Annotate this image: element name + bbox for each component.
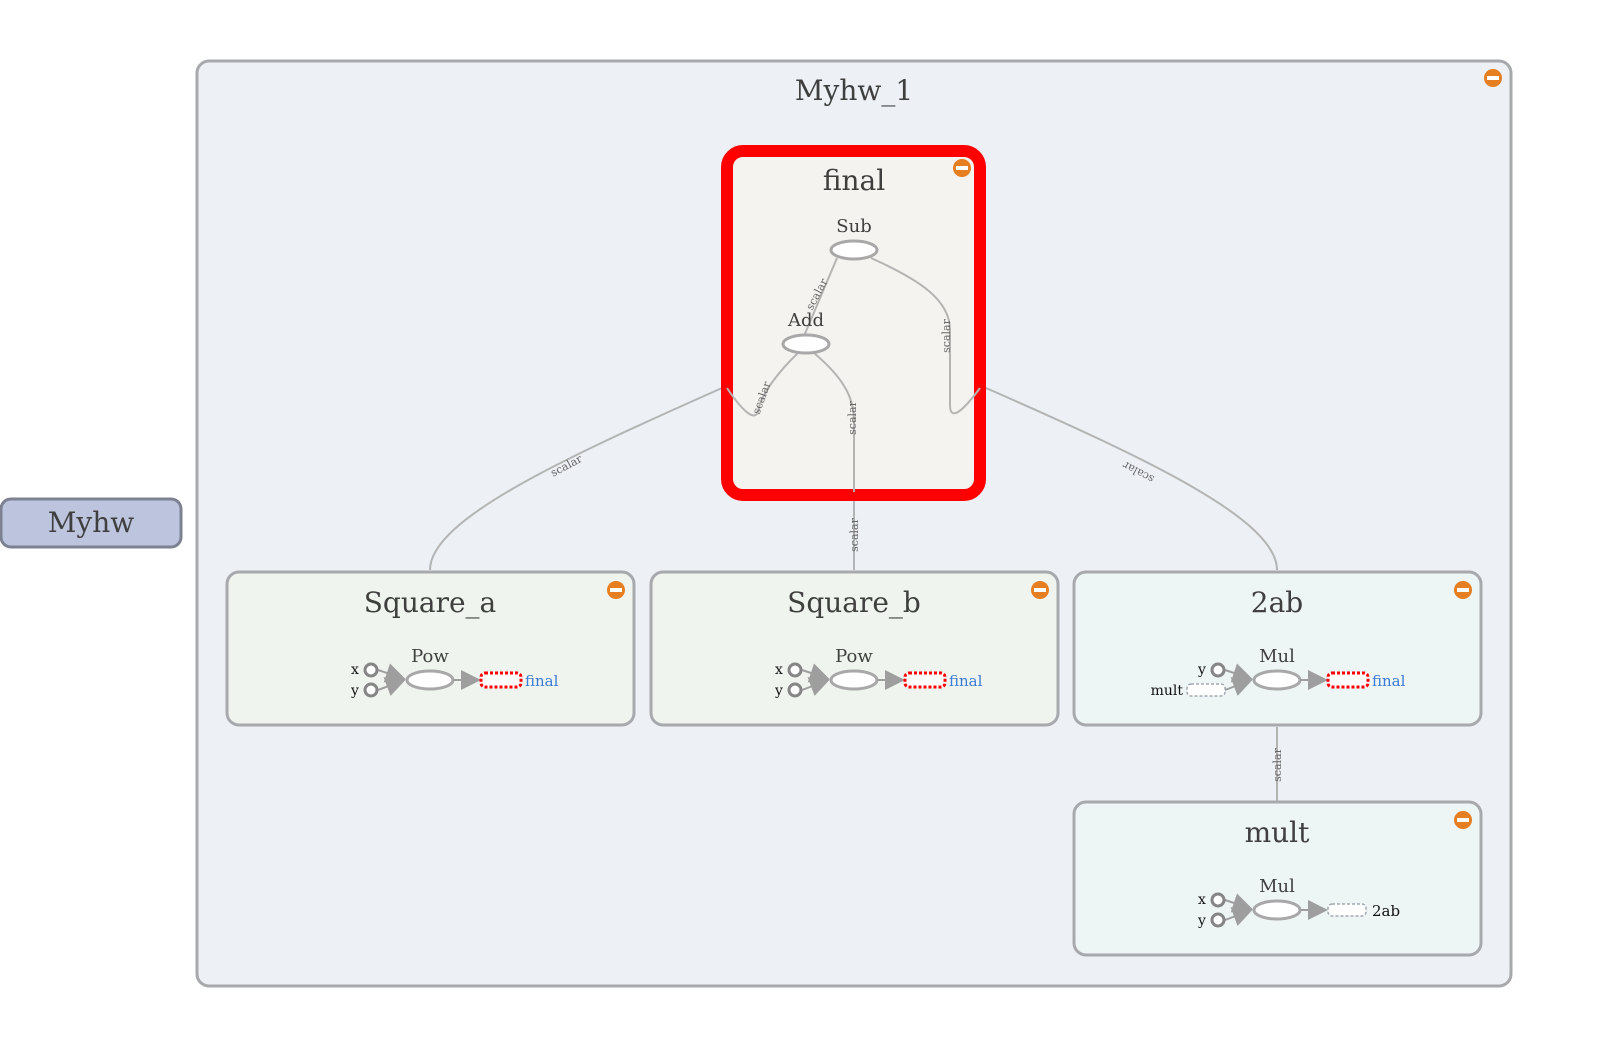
ref-output-node[interactable] [1327,903,1367,917]
port-y[interactable] [363,682,379,698]
ref-output-label[interactable]: final [1372,672,1406,690]
ref-output-node[interactable] [903,671,947,689]
op-mul-label: Mul [1259,646,1295,667]
edge-add-left [726,352,799,417]
port-x-label: x [1198,892,1206,908]
card-mult[interactable]: mult Mul x y 2ab [1072,800,1483,957]
outer-title: Myhw_1 [795,74,913,107]
port-y[interactable] [1210,662,1226,678]
edge-label-square-b: scalar [848,517,861,551]
port-x[interactable] [363,662,379,678]
op-mul-node[interactable] [1252,899,1302,921]
edge-label-internal: scalar [846,400,859,434]
card-square-b[interactable]: Square_b Pow x y final [649,570,1060,727]
card-2ab[interactable]: 2ab Mul y mult final [1072,570,1483,727]
card-mult-title: mult [1245,816,1311,849]
ref-input-node[interactable] [1186,683,1226,697]
port-y-label: y [350,683,359,699]
collapse-icon[interactable] [1484,69,1502,87]
edge-add-sub [803,257,838,337]
collapse-icon[interactable] [1454,581,1472,599]
collapsed-node-label: Myhw [48,506,135,539]
port-y-label: y [774,683,783,699]
op-pow-node[interactable] [405,669,455,691]
edge-add-down [813,352,855,492]
port-y[interactable] [1210,912,1226,928]
card-square-a-title: Square_a [364,586,496,619]
ref-output-label[interactable]: final [525,672,559,690]
edge-label-mult: scalar [1271,747,1284,781]
ref-output-label[interactable]: final [949,672,983,690]
port-x[interactable] [1210,892,1226,908]
card-square-b-title: Square_b [787,586,921,619]
collapse-icon[interactable] [953,159,971,177]
op-sub-node[interactable] [829,239,879,261]
card-final-title: final [823,164,885,197]
op-pow-node[interactable] [829,669,879,691]
op-add-node[interactable] [781,333,831,355]
card-final[interactable]: final scalar scalar scalar scalar Sub Ad… [721,145,986,501]
port-x-label: x [351,662,359,678]
collapse-icon[interactable] [1031,581,1049,599]
port-y-label: y [1197,913,1206,929]
op-add-label: Add [787,310,824,331]
op-mul-label: Mul [1259,876,1295,897]
ref-output-node[interactable] [1326,671,1370,689]
collapse-icon[interactable] [1454,811,1472,829]
edge-2ab-final [985,387,1278,571]
op-mul-node[interactable] [1252,669,1302,691]
op-sub-label: Sub [836,216,871,237]
edge-square-a-final [429,387,723,571]
op-pow-label: Pow [411,646,449,667]
card-square-a[interactable]: Square_a Pow x y final [225,570,636,727]
port-x[interactable] [787,662,803,678]
ref-output-node[interactable] [479,671,523,689]
edge-label-internal: scalar [940,318,953,352]
port-mult-label: mult [1151,683,1184,699]
port-y-label: y [1197,662,1206,678]
card-2ab-title: 2ab [1251,586,1303,619]
collapse-icon[interactable] [607,581,625,599]
ref-output-label[interactable]: 2ab [1372,902,1400,920]
edge-sub-right [870,257,981,415]
port-y[interactable] [787,682,803,698]
op-pow-label: Pow [835,646,873,667]
collapsed-node-myhw[interactable]: Myhw [0,497,183,549]
port-x-label: x [775,662,783,678]
